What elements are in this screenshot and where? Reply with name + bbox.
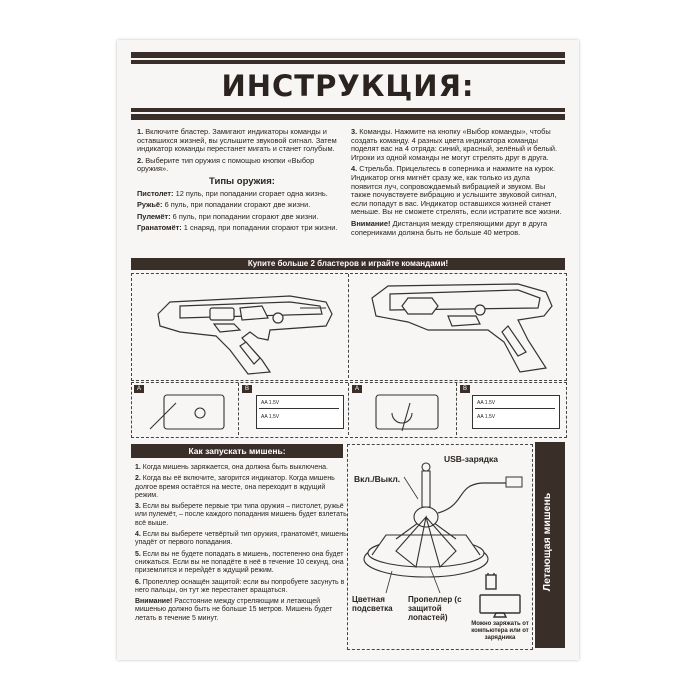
battery-compartment-2: AA 1.5V AA 1.5V (472, 395, 560, 429)
side-title: Летающая мишень (541, 492, 553, 592)
right-column: 3. Команды. Нажмите на кнопку «Выбор ком… (351, 127, 563, 240)
target-step-2: 2. Когда вы её включите, загорится индик… (135, 475, 335, 499)
usb-label: USB-зарядка (444, 454, 499, 464)
step-2: 2. Выберите тип оружия с помощью кнопки … (137, 155, 315, 174)
target-heading: Как запускать мишень: (131, 444, 343, 458)
title-banner: ИНСТРУКЦИЯ: (131, 52, 565, 120)
blaster-right-icon (371, 283, 553, 373)
instruction-sheet: ИНСТРУКЦИЯ: 1. Включите бластер. Замигаю… (117, 40, 579, 660)
page-title: ИНСТРУКЦИЯ: (221, 69, 475, 103)
target-step-6: 6. Пропеллер оснащён защитой: если вы по… (135, 578, 345, 594)
distance-warning: Внимание! Дистанция между стреляющими др… (351, 218, 548, 237)
target-step-5: 5. Если вы не будете попадать в мишень, … (135, 550, 344, 575)
step-b-label-1: B (242, 385, 252, 393)
backlight-label: Цветная подсветка (352, 595, 393, 613)
screwdriver-open-icon (149, 394, 225, 430)
flying-target-icon (363, 462, 523, 594)
target-step-1: 1. Когда мишень заряжается, она должна б… (135, 464, 328, 471)
target-step-4: 4. Если вы выберете четвёртый тип оружия… (135, 531, 347, 547)
step-b-label-2: B (460, 385, 470, 393)
battery-compartment-1: AA 1.5V AA 1.5V (256, 395, 344, 429)
step-a-label-2: A (352, 385, 362, 393)
step-1: 1. Включите бластер. Замигают индикаторы… (137, 127, 337, 154)
teams-banner: Купите больше 2 бластеров и играйте кома… (131, 258, 565, 270)
side-title-bar: Летающая мишень (535, 442, 565, 648)
target-diagram: USB-зарядка Вкл./Выкл. Цветная подсветка… (347, 444, 533, 650)
charge-note: Можно заряжать от компьютера или от заря… (471, 621, 529, 641)
weapon-pistol: Пистолет: 12 пуль, при попадании сгорает… (137, 188, 328, 198)
target-warning: Внимание! Расстояние между стреляющим и … (135, 598, 333, 622)
step-3: 3. Команды. Нажмите на кнопку «Выбор ком… (351, 127, 558, 162)
weapon-grenade: Гранатомёт: 1 снаряд, при попадании сгор… (137, 223, 338, 233)
weapon-machinegun: Пулемёт: 6 пуль, при попадании сгорают д… (137, 211, 319, 221)
step-4: 4. Стрельба. Прицельтесь в соперника и н… (351, 164, 562, 217)
left-column: 1. Включите бластер. Замигают индикаторы… (137, 127, 347, 236)
charger-monitor-icon (479, 573, 521, 618)
weapon-types-heading: Типы оружия: (209, 175, 275, 187)
power-label: Вкл./Выкл. (354, 474, 401, 484)
blasters-illustration (131, 273, 567, 381)
step-a-label-1: A (134, 385, 144, 393)
screwdriver-close-icon (375, 394, 439, 432)
weapon-rifle: Ружьё: 6 пуль, при попадании сгорают две… (137, 200, 311, 210)
battery-steps: A B A B AA 1.5V AA 1.5V AA 1.5V AA 1.5 (131, 382, 567, 438)
propeller-label: Пропеллер (с защитой лопастей) (408, 595, 462, 622)
target-steps: 1. Когда мишень заряжается, она должна б… (135, 464, 347, 626)
target-step-3: 3. Если вы выберете первые три типа оруж… (135, 503, 347, 527)
blaster-left-icon (157, 295, 333, 375)
